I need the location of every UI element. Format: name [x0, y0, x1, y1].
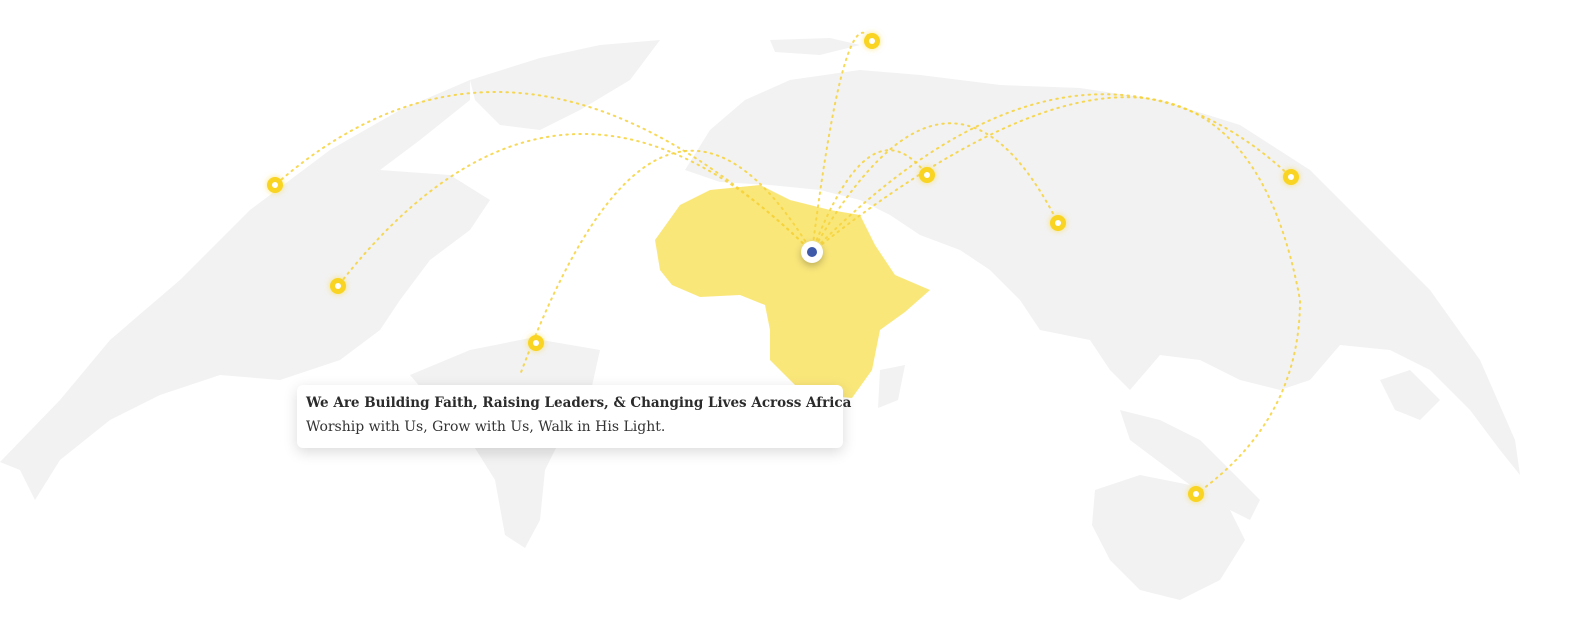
north-america — [0, 80, 490, 500]
indonesia — [1120, 410, 1260, 520]
eurasia — [685, 70, 1520, 475]
info-card: We Are Building Faith, Raising Leaders, … — [297, 385, 852, 448]
location-pin-icon[interactable] — [267, 177, 283, 193]
location-pin-icon[interactable] — [1188, 486, 1204, 502]
location-pin-icon[interactable] — [864, 33, 880, 49]
greenland — [470, 40, 660, 130]
svalbard — [770, 38, 860, 55]
location-pin-icon[interactable] — [1050, 215, 1066, 231]
japan — [1380, 370, 1440, 420]
card-subtitle: Worship with Us, Grow with Us, Walk in H… — [306, 419, 666, 435]
location-pin-icon[interactable] — [919, 167, 935, 183]
location-pin-icon[interactable] — [528, 335, 544, 351]
australia — [1092, 475, 1245, 600]
card-title: We Are Building Faith, Raising Leaders, … — [306, 395, 852, 411]
connection-arcs — [274, 31, 1302, 495]
location-pin-icon[interactable] — [330, 278, 346, 294]
continents — [0, 38, 1520, 600]
location-pin-icon[interactable] — [1283, 169, 1299, 185]
madagascar — [878, 365, 905, 408]
africa-highlight — [655, 185, 930, 398]
africa-location-pin-icon[interactable] — [801, 241, 823, 263]
